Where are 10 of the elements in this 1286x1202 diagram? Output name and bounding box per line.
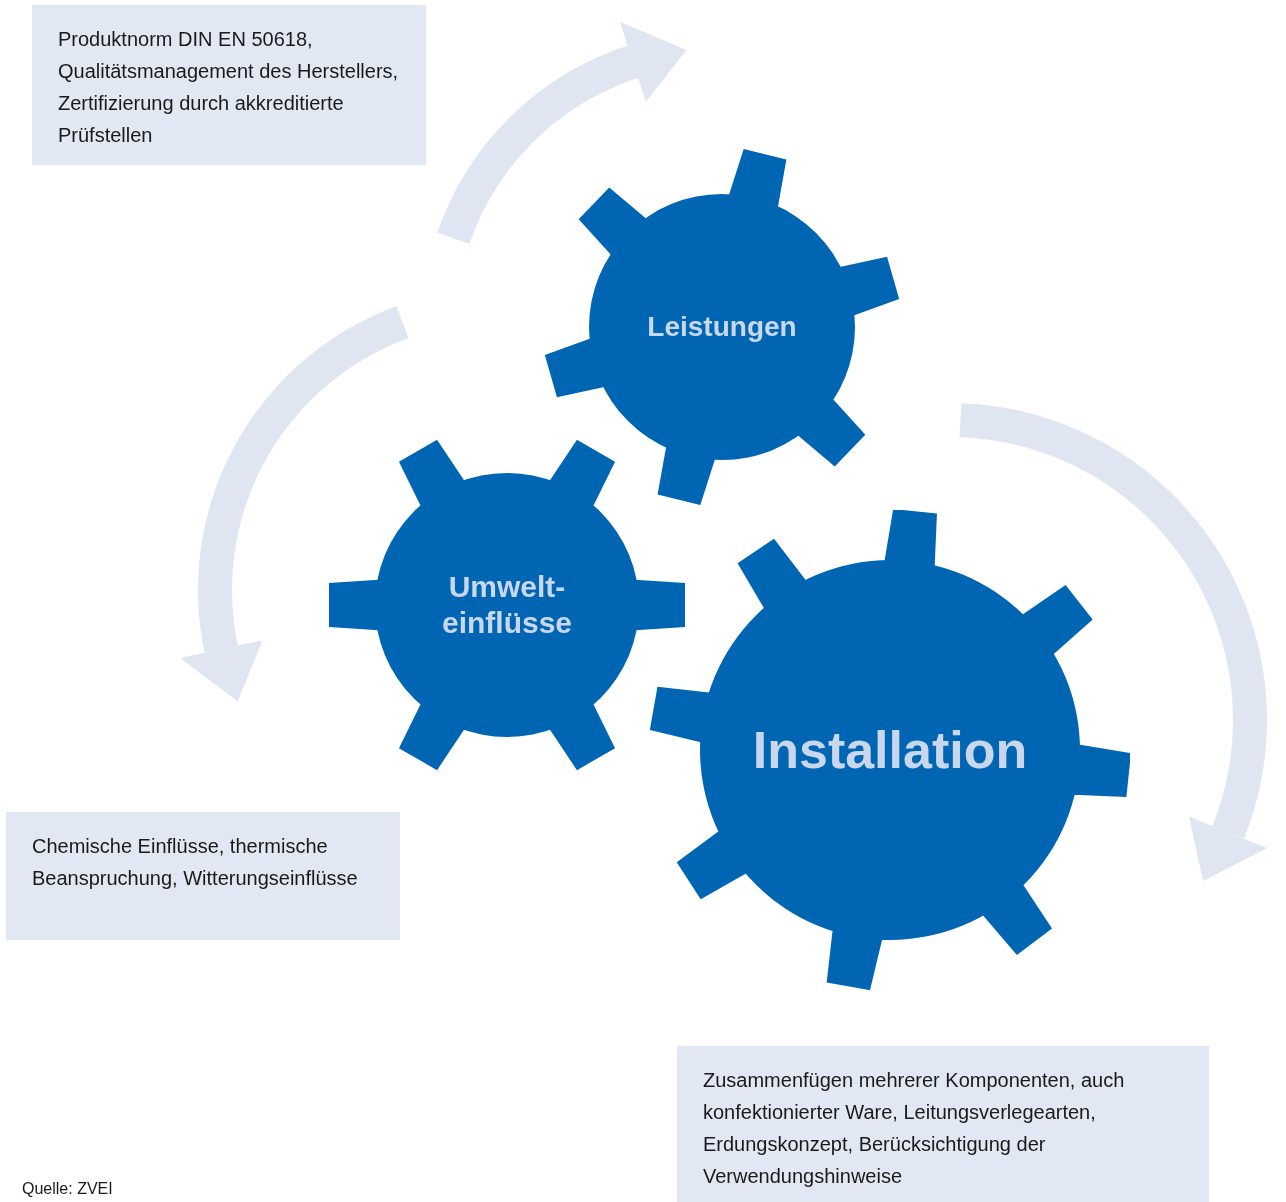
note-text: Chemische Einflüsse, thermische Beanspruchung, Witterungseinflüsse <box>32 835 358 889</box>
source-note: Quelle: ZVEI <box>22 1180 113 1198</box>
gear-label: Leistungen <box>647 310 797 344</box>
gear-label: Installation <box>752 719 1028 781</box>
note-text: Produktnorm DIN EN 50618, Qualitätsmanagement des Herstellers, Zertifizierung durch akkreditierte Prüfstellen <box>58 28 399 146</box>
note-text: Zusammenfügen mehrerer Komponenten, auch konfektionierter Ware, Leitungsverlegearten, Erdungskonzept, Berücksichtigung der Verwendungshinweise <box>703 1069 1125 1187</box>
note-card <box>677 1046 1209 1202</box>
note-card <box>32 5 426 165</box>
gear-label: Umwelt- einflüsse <box>440 569 574 641</box>
note-card <box>6 812 400 940</box>
